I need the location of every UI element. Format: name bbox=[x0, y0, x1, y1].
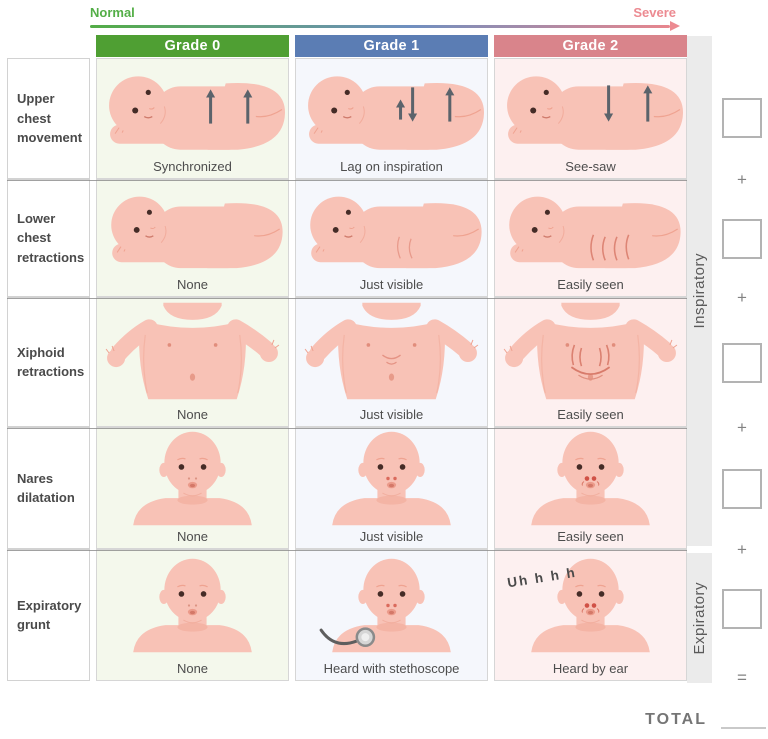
equals-sign: = bbox=[737, 668, 747, 687]
plus-sign: + bbox=[737, 418, 747, 437]
grade1-header: Grade 1 bbox=[295, 35, 488, 57]
baby-side-illustration bbox=[296, 59, 487, 156]
baby-side-illustration bbox=[495, 59, 686, 156]
upper-chest-grade0-cell: Synchronized bbox=[96, 58, 289, 179]
baby-side-illustration bbox=[97, 59, 288, 156]
grade2-header: Grade 2 bbox=[494, 35, 687, 57]
cell-caption: None bbox=[176, 407, 209, 422]
cell-caption: Heard with stethoscope bbox=[323, 661, 460, 676]
baby-face-illustration bbox=[97, 428, 288, 526]
nares-grade2-cell: Easily seen bbox=[494, 427, 687, 549]
cell-caption: None bbox=[176, 661, 209, 676]
row-label-nares: Nares dilatation bbox=[7, 427, 90, 549]
baby-side-illustration bbox=[296, 180, 487, 274]
baby-torso-illustration bbox=[495, 298, 686, 404]
cell-caption: Easily seen bbox=[557, 529, 624, 544]
expiratory-label: Expiratory bbox=[691, 581, 708, 655]
grunt-grade0-cell: None bbox=[96, 549, 289, 681]
inspiratory-strip: Inspiratory bbox=[687, 36, 712, 546]
baby-side-illustration bbox=[495, 180, 686, 274]
row-divider bbox=[7, 550, 687, 551]
plus-sign: + bbox=[737, 170, 747, 189]
row-label-lower-chest: Lower chest retractions bbox=[7, 179, 90, 297]
lower-chest-grade1-cell: Just visible bbox=[295, 179, 488, 297]
baby-torso-illustration bbox=[97, 298, 288, 404]
baby-face-illustration bbox=[296, 428, 487, 526]
cell-caption: None bbox=[176, 277, 209, 292]
inspiratory-label: Inspiratory bbox=[691, 253, 708, 329]
row-divider bbox=[7, 298, 687, 299]
cell-caption: None bbox=[176, 529, 209, 544]
cell-caption: Just visible bbox=[359, 277, 424, 292]
row-label-upper-chest: Upper chest movement bbox=[7, 58, 90, 179]
cell-caption: Heard by ear bbox=[552, 661, 629, 676]
cell-caption: Just visible bbox=[359, 407, 424, 422]
row-divider bbox=[7, 428, 687, 429]
upper-chest-grade1-cell: Lag on inspiration bbox=[295, 58, 488, 179]
row-label-xiphoid: Xiphoid retractions bbox=[7, 297, 90, 427]
baby-side-illustration bbox=[97, 180, 288, 274]
xiphoid-grade2-cell: Easily seen bbox=[494, 297, 687, 427]
severity-gradient-line bbox=[90, 25, 670, 28]
grunt-grade2-cell: Uh h h h Heard by ear bbox=[494, 549, 687, 681]
plus-sign: + bbox=[737, 540, 747, 559]
total-label: TOTAL bbox=[645, 711, 707, 728]
score-table: Grade 0 Grade 1 Grade 2 Upper chest move… bbox=[7, 35, 687, 681]
severity-arrow-icon bbox=[670, 21, 680, 31]
total-blank-line[interactable] bbox=[721, 727, 766, 729]
score-box-nares[interactable] bbox=[722, 469, 762, 509]
plus-sign: + bbox=[737, 288, 747, 307]
grunt-grade1-cell: Heard with stethoscope bbox=[295, 549, 488, 681]
upper-chest-grade2-cell: See-saw bbox=[494, 58, 687, 179]
normal-label: Normal bbox=[90, 5, 135, 20]
xiphoid-grade1-cell: Just visible bbox=[295, 297, 488, 427]
baby-face-illustration bbox=[495, 428, 686, 526]
baby-with-stethoscope-illustration bbox=[296, 550, 487, 658]
lower-chest-grade0-cell: None bbox=[96, 179, 289, 297]
baby-torso-illustration bbox=[296, 298, 487, 404]
cell-caption: Just visible bbox=[359, 529, 424, 544]
xiphoid-grade0-cell: None bbox=[96, 297, 289, 427]
row-divider bbox=[7, 180, 687, 181]
cell-caption: Synchronized bbox=[153, 159, 232, 174]
severe-label: Severe bbox=[633, 5, 676, 20]
cell-caption: See-saw bbox=[565, 159, 616, 174]
nares-grade0-cell: None bbox=[96, 427, 289, 549]
score-box-upper-chest[interactable] bbox=[722, 98, 762, 138]
nares-grade1-cell: Just visible bbox=[295, 427, 488, 549]
cell-caption: Easily seen bbox=[557, 277, 624, 292]
score-box-xiphoid[interactable] bbox=[722, 343, 762, 383]
score-box-grunt[interactable] bbox=[722, 589, 762, 629]
row-label-grunt: Expiratory grunt bbox=[7, 549, 90, 681]
baby-face-illustration bbox=[97, 550, 288, 658]
score-box-lower-chest[interactable] bbox=[722, 219, 762, 259]
baby-face-illustration bbox=[495, 550, 686, 658]
cell-caption: Lag on inspiration bbox=[340, 159, 443, 174]
cell-caption: Easily seen bbox=[557, 407, 624, 422]
lower-chest-grade2-cell: Easily seen bbox=[494, 179, 687, 297]
header-spacer bbox=[7, 35, 90, 58]
expiratory-strip: Expiratory bbox=[687, 553, 712, 683]
grade0-header: Grade 0 bbox=[96, 35, 289, 57]
